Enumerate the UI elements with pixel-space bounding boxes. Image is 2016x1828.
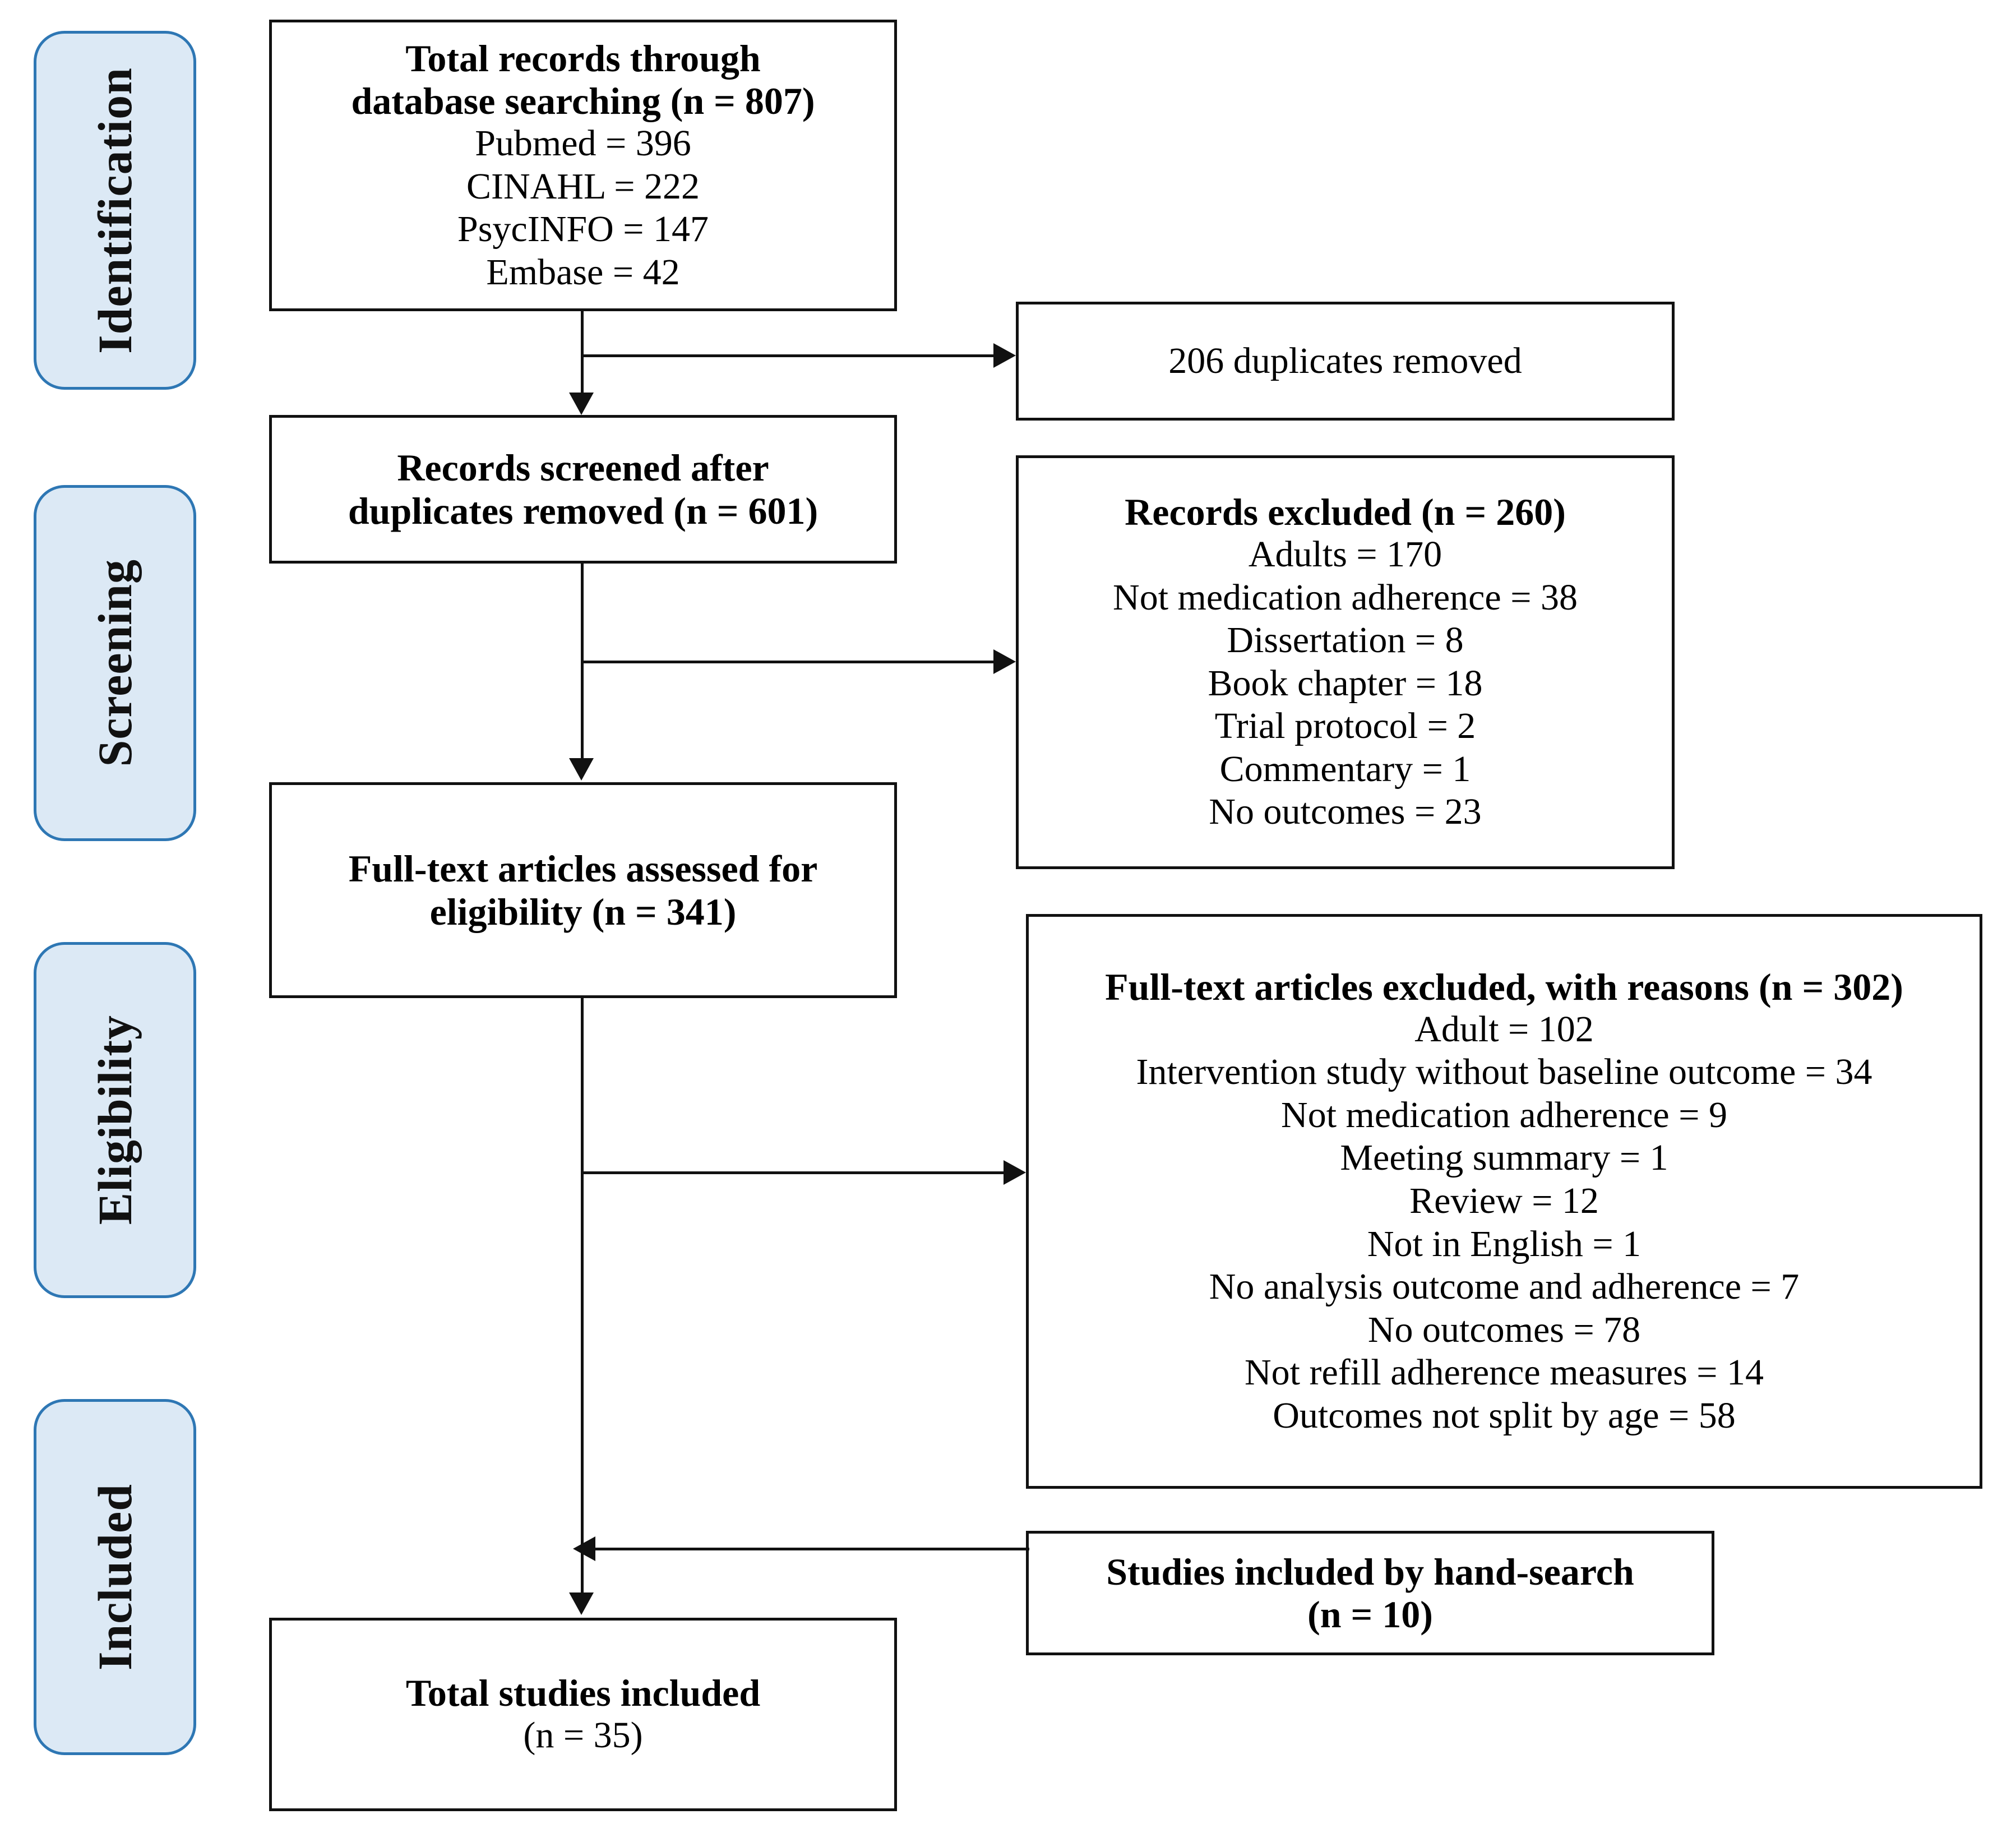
fulltext-excluded-item-intervention-study: Intervention study without baseline outc…	[1136, 1051, 1872, 1093]
fulltext-excluded-item-review: Review = 12	[1409, 1180, 1599, 1222]
connector-to-fulltext-excluded	[581, 1171, 1006, 1174]
connector-identified-to-screened	[581, 311, 584, 394]
stage-label-eligibility-text: Eligibility	[88, 1015, 142, 1225]
records-excluded-item-book-chapter: Book chapter = 18	[1208, 662, 1483, 704]
stage-label-included-text: Included	[88, 1483, 142, 1671]
fulltext-excluded-item-meeting-summary: Meeting summary = 1	[1340, 1137, 1668, 1179]
node-records-excluded: Records excluded (n = 260) Adults = 170 …	[1016, 455, 1675, 869]
records-identified-item-cinahl: CINAHL = 222	[466, 165, 700, 207]
records-excluded-item-adults: Adults = 170	[1248, 534, 1442, 575]
total-included-subtitle: (n = 35)	[523, 1715, 643, 1756]
arrow-screened-to-assessed	[569, 758, 594, 781]
records-screened-title-line2: duplicates removed (n = 601)	[348, 489, 819, 532]
stage-label-identification-text: Identification	[88, 67, 142, 354]
fulltext-excluded-item-not-in-english: Not in English = 1	[1367, 1223, 1642, 1264]
arrow-hand-search-to-trunk	[573, 1536, 595, 1561]
arrow-to-records-excluded	[993, 649, 1016, 674]
node-duplicates-removed: 206 duplicates removed	[1016, 302, 1675, 421]
connector-to-duplicates-removed	[581, 354, 996, 357]
node-records-identified: Total records through database searching…	[269, 20, 897, 311]
fulltext-excluded-item-adult: Adult = 102	[1414, 1008, 1594, 1050]
records-identified-item-psycinfo: PsycINFO = 147	[457, 209, 709, 250]
records-identified-item-embase: Embase = 42	[486, 251, 680, 293]
arrow-identified-to-screened	[569, 393, 594, 415]
stage-label-included: Included	[34, 1399, 196, 1755]
records-excluded-item-dissertation: Dissertation = 8	[1227, 620, 1464, 661]
records-excluded-title: Records excluded (n = 260)	[1125, 491, 1566, 533]
arrow-to-fulltext-excluded	[1004, 1160, 1026, 1185]
arrow-to-duplicates-removed	[993, 343, 1016, 368]
records-identified-title-line2: database searching (n = 807)	[351, 79, 815, 122]
records-excluded-item-no-outcomes: No outcomes = 23	[1209, 791, 1482, 833]
hand-search-title-line2: (n = 10)	[1307, 1593, 1433, 1636]
node-fulltext-excluded: Full-text articles excluded, with reason…	[1026, 914, 1982, 1489]
duplicates-removed-title: 206 duplicates removed	[1168, 340, 1522, 381]
fulltext-excluded-item-no-outcomes: No outcomes = 78	[1367, 1309, 1641, 1350]
connector-hand-search-to-trunk	[592, 1548, 1029, 1550]
stage-label-screening-text: Screening	[88, 559, 142, 767]
fulltext-assessed-title-line1: Full-text articles assessed for	[348, 847, 818, 890]
fulltext-assessed-title-line2: eligibility (n = 341)	[429, 890, 737, 933]
fulltext-excluded-title: Full-text articles excluded, with reason…	[1105, 965, 1903, 1008]
connector-to-records-excluded	[581, 661, 996, 663]
stage-label-screening: Screening	[34, 485, 196, 841]
fulltext-excluded-item-no-analysis-outcome: No analysis outcome and adherence = 7	[1209, 1266, 1800, 1308]
connector-assessed-to-total-included	[581, 998, 584, 1594]
stage-label-identification: Identification	[34, 31, 196, 390]
stage-label-eligibility: Eligibility	[34, 942, 196, 1298]
records-excluded-item-trial-protocol: Trial protocol = 2	[1214, 705, 1476, 747]
records-excluded-item-not-medication-adherence: Not medication adherence = 38	[1113, 576, 1578, 618]
arrow-assessed-to-total-included	[569, 1592, 594, 1615]
records-identified-title-line1: Total records through	[405, 36, 761, 80]
node-total-included: Total studies included (n = 35)	[269, 1618, 897, 1811]
hand-search-title-line1: Studies included by hand-search	[1106, 1550, 1634, 1593]
fulltext-excluded-item-outcomes-not-split: Outcomes not split by age = 58	[1273, 1395, 1736, 1436]
records-screened-title-line1: Records screened after	[397, 446, 769, 490]
fulltext-excluded-item-not-refill-adherence: Not refill adherence measures = 14	[1245, 1352, 1764, 1393]
records-identified-item-pubmed: Pubmed = 396	[475, 123, 691, 164]
node-fulltext-assessed: Full-text articles assessed for eligibil…	[269, 782, 897, 998]
node-records-screened: Records screened after duplicates remove…	[269, 415, 897, 564]
records-excluded-item-commentary: Commentary = 1	[1219, 748, 1471, 790]
fulltext-excluded-item-not-medication-adherence: Not medication adherence = 9	[1281, 1094, 1727, 1135]
total-included-title: Total studies included	[405, 1672, 761, 1715]
node-hand-search: Studies included by hand-search (n = 10)	[1026, 1531, 1714, 1655]
